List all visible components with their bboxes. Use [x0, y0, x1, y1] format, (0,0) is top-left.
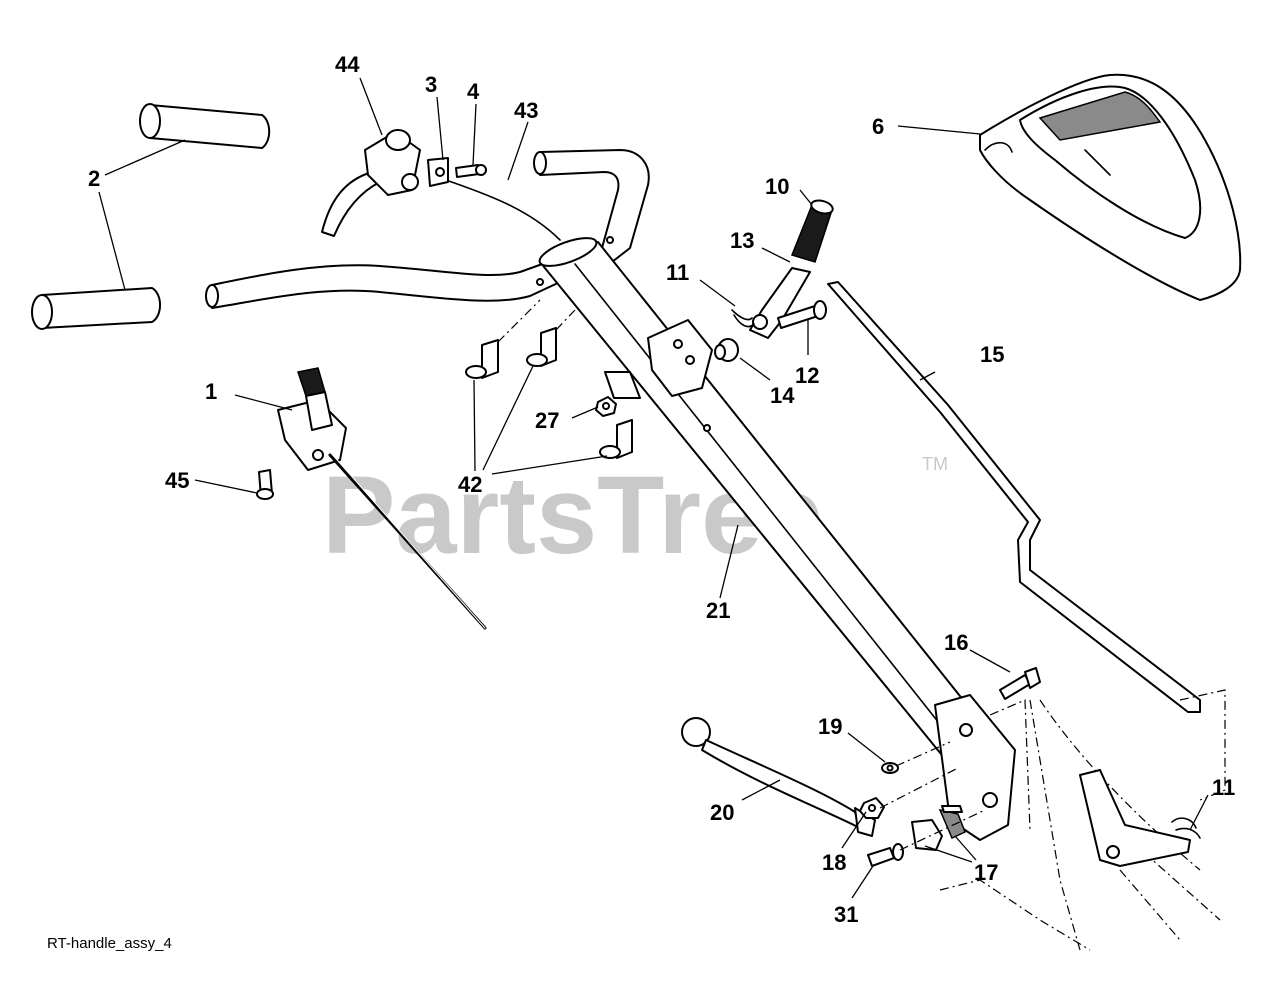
callout-21: 21	[706, 598, 730, 623]
callout-20: 20	[710, 800, 734, 825]
callout-14: 14	[770, 383, 795, 408]
watermark-trademark: TM	[922, 454, 948, 474]
flange-bolt-c	[599, 419, 633, 459]
callout-31: 31	[834, 902, 858, 927]
callout-42: 42	[458, 472, 482, 497]
callout-12: 12	[795, 363, 819, 388]
handlebar	[205, 149, 650, 309]
shift-lever	[749, 267, 811, 339]
depth-lever	[681, 717, 899, 837]
callout-13: 13	[730, 228, 754, 253]
callout-17: 17	[974, 860, 998, 885]
callout-6: 6	[872, 114, 884, 139]
control-lever	[321, 129, 421, 237]
callout-18: 18	[822, 850, 846, 875]
shoulder-bolt	[867, 843, 904, 867]
leader-lines	[98, 77, 1209, 899]
callout-3: 3	[425, 72, 437, 97]
shift-mount	[647, 319, 713, 397]
diagram-caption: RT-handle_assy_4	[47, 935, 172, 952]
callout-11-upper: 11	[666, 260, 689, 285]
spacer-plate	[604, 371, 641, 399]
callout-15: 15	[980, 342, 1004, 367]
flange-bolt-b	[526, 327, 557, 367]
callout-45: 45	[165, 468, 189, 493]
callout-2-upper: 2	[88, 166, 100, 191]
callout-16: 16	[944, 630, 968, 655]
callout-44: 44	[335, 52, 360, 77]
callout-19: 19	[818, 714, 842, 739]
shift-bolt	[777, 300, 827, 329]
callout-11-lower: 11	[1212, 775, 1235, 800]
clutch-bracket	[1079, 769, 1191, 867]
cable-screw	[455, 164, 487, 178]
flange-bolt-a	[465, 339, 499, 379]
callout-4: 4	[467, 79, 480, 104]
throttle-bracket	[277, 367, 487, 630]
screw	[256, 469, 274, 500]
hairpin-clip-upper	[731, 309, 755, 328]
shift-rod	[827, 281, 1201, 713]
grip-lower	[31, 287, 162, 330]
guide-lines	[497, 299, 986, 851]
hairpin-clip-lower	[1171, 817, 1201, 839]
shift-rod-bolt	[999, 667, 1041, 700]
callout-10: 10	[765, 174, 789, 199]
cable	[439, 177, 561, 241]
bushing	[714, 338, 739, 362]
hex-nut	[595, 396, 617, 417]
shift-knob	[791, 199, 834, 263]
cable-clip	[427, 157, 449, 187]
spacer-blocks	[911, 805, 966, 851]
grip-upper	[139, 103, 271, 149]
callout-43: 43	[514, 98, 538, 123]
callout-27: 27	[535, 408, 559, 433]
handle-cover	[979, 73, 1242, 301]
callout-1: 1	[205, 379, 217, 404]
